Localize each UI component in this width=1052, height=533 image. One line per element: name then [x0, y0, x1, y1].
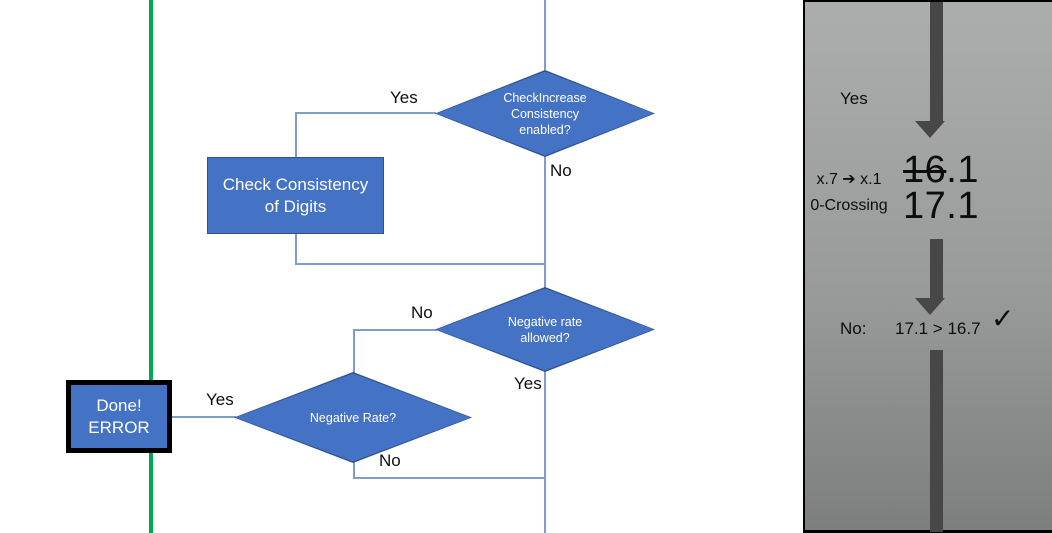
decision-check-increase-consistency: CheckIncrease Consistency enabled?	[435, 70, 655, 157]
decision-check-increase-fill: CheckIncrease Consistency enabled?	[436, 71, 654, 156]
done-error-box: Done! ERROR	[66, 380, 172, 453]
connector-process-rejoin	[295, 263, 545, 265]
process-check-consistency-label: Check Consistency of Digits	[222, 174, 369, 216]
connector-yes-to-done	[172, 416, 236, 418]
connector-no-down-short	[353, 462, 355, 478]
decision-negative-rate: Negative Rate?	[234, 372, 472, 463]
checkmark-icon: ✓	[991, 303, 1015, 334]
decision-negative-rate-allowed-fill: Negative rate allowed?	[436, 288, 654, 371]
decision-negative-rate-fill: Negative Rate?	[235, 373, 471, 462]
rule-line-1: x.7 ➔ x.1	[816, 171, 882, 188]
decision-check-increase-label: CheckIncrease Consistency enabled?	[503, 90, 587, 137]
branch-label-yes-negative-rate: Yes	[206, 390, 234, 409]
connector-no-to-negative-rate	[354, 329, 437, 331]
old-value-rest: .1	[946, 149, 979, 191]
decision-negative-rate-allowed-label: Negative rate allowed?	[507, 314, 583, 345]
connector-yes-to-process	[295, 112, 436, 114]
connector-down-into-process	[295, 112, 297, 157]
rule-annotation: x.7 ➔ x.1 0-Crossing	[805, 167, 893, 219]
side-panel: Yes x.7 ➔ x.1 0-Crossing 16.1 17.1 No: 1…	[803, 0, 1052, 533]
rule-line-2: 0-Crossing	[810, 197, 888, 214]
arrow-down-icon	[930, 2, 943, 121]
arrow-down-icon	[930, 239, 943, 298]
connector-no-rejoin	[353, 477, 545, 479]
branch-label-yes-negative-rate-allowed: Yes	[514, 374, 542, 393]
new-value: 17.1	[903, 185, 979, 227]
connector-out-of-process	[295, 233, 297, 264]
connector-top-entry	[544, 0, 546, 70]
connector-no-down	[544, 155, 546, 288]
arrow-down-head-icon	[915, 121, 945, 138]
done-error-label: Done! ERROR	[88, 395, 150, 437]
branch-label-no-check-increase: No	[550, 161, 572, 180]
arrow-line-icon	[930, 350, 943, 532]
result-no-label: No:	[840, 319, 867, 338]
green-divider-line	[149, 0, 153, 533]
arrow-down-head-icon	[915, 298, 945, 315]
decision-negative-rate-allowed: Negative rate allowed?	[435, 287, 655, 372]
old-value-struck: 16	[903, 149, 947, 191]
branch-label-no-negative-rate: No	[379, 451, 401, 470]
process-check-consistency-box: Check Consistency of Digits	[207, 157, 384, 234]
panel-yes-label: Yes	[840, 89, 868, 108]
connector-yes-exit-bottom	[544, 371, 546, 533]
result-comparison: 17.1 > 16.7	[895, 319, 981, 338]
connector-down-to-negative-rate	[353, 329, 355, 373]
decision-negative-rate-label: Negative Rate?	[309, 410, 397, 425]
old-value: 16.1	[903, 149, 979, 191]
branch-label-no-negative-rate-allowed: No	[411, 303, 433, 322]
value-comparison-numbers: 16.1 17.1	[903, 149, 979, 227]
branch-label-yes-check-increase: Yes	[390, 88, 418, 107]
